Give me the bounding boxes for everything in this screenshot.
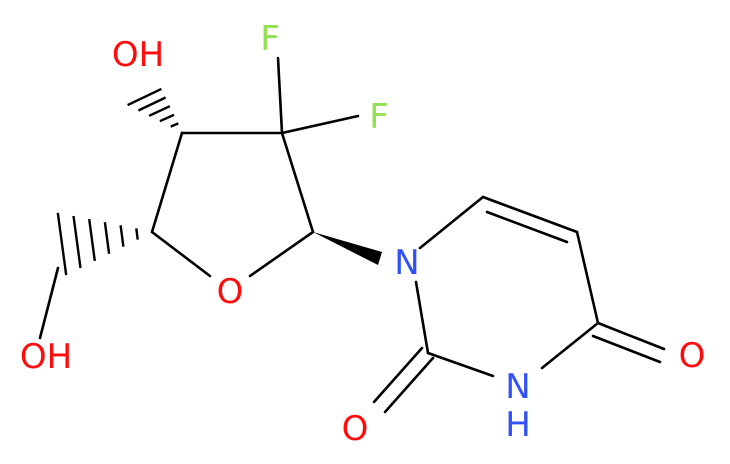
bond-c2-f2 xyxy=(280,114,360,135)
bond-c2-c1 xyxy=(280,131,315,234)
label-fluorine-1: F xyxy=(260,19,280,59)
bond-n1-c6 xyxy=(418,195,485,250)
bond-c6-c5-inner xyxy=(485,210,569,244)
bond-oring-c1 xyxy=(248,230,315,278)
label-fluorine-2: F xyxy=(369,97,389,137)
label-nitrogen-1: N xyxy=(394,243,419,283)
bond-c2-o-b xyxy=(383,356,435,414)
label-oxygen-bottom: O xyxy=(342,409,369,449)
bond-n3-c2 xyxy=(426,351,495,378)
hashed-bond-c3-oh xyxy=(127,87,184,135)
bond-c2-o-a xyxy=(372,346,424,404)
bond-c5-c4 xyxy=(575,230,600,325)
bond-c4-o-b xyxy=(591,334,662,364)
bond-ch2-oh xyxy=(38,266,60,340)
bond-c4-oring xyxy=(150,230,212,278)
wedge-bond-c1-n1 xyxy=(313,232,382,265)
bond-c3-c4 xyxy=(150,131,184,234)
bond-c4-n3 xyxy=(540,321,600,370)
label-nh-hydrogen: H xyxy=(505,405,531,445)
bond-c2-n1 xyxy=(414,280,430,355)
label-oxygen-right: O xyxy=(679,336,706,376)
bond-c6-c5 xyxy=(481,195,579,234)
label-oh-top: OH xyxy=(112,35,164,75)
label-ring-oxygen: O xyxy=(217,272,244,312)
hashed-bond-c4-ch2 xyxy=(56,212,154,276)
bond-c4-o-a xyxy=(596,321,666,351)
bond-c2-f1 xyxy=(276,56,284,135)
label-oh-bottom: OH xyxy=(20,337,72,377)
label-nitrogen-3: N xyxy=(505,367,530,407)
bond-group xyxy=(38,56,666,414)
